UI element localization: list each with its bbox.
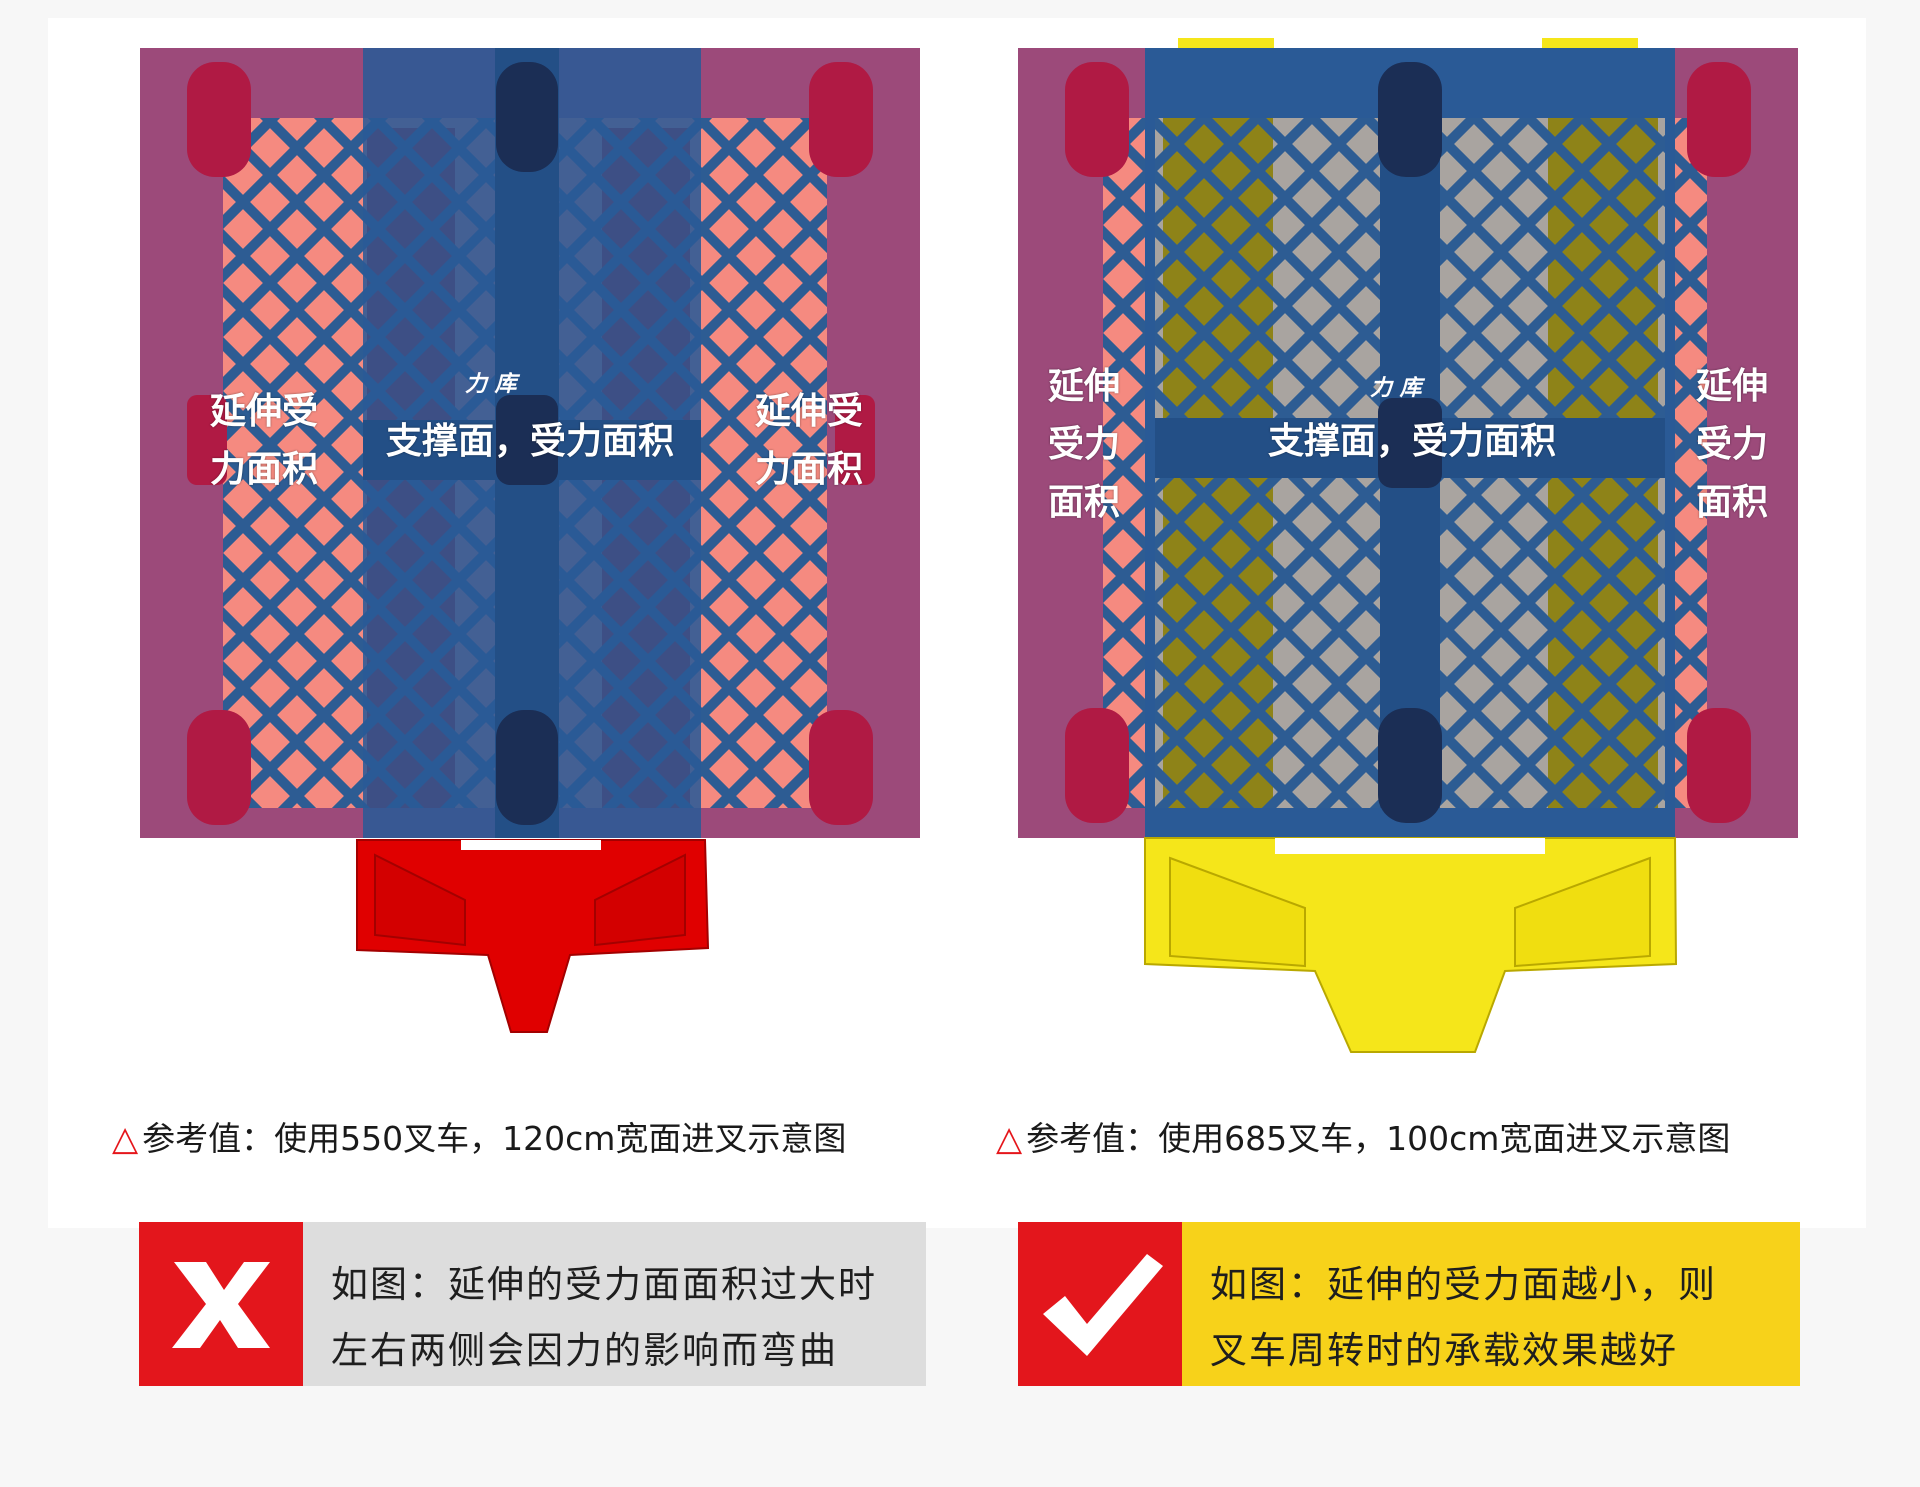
block-mid-center: [496, 395, 558, 485]
fork-gap: [461, 840, 601, 850]
pallet-685-forklift-svg: [1018, 38, 1798, 1053]
forklift-body: [1144, 837, 1678, 1053]
caption-right: △参考值：使用685叉车，100cm宽面进叉示意图: [996, 1119, 1731, 1159]
verdict-text-good: 如图：延伸的受力面越小，则 叉车周转时的承载效果越好: [1182, 1222, 1800, 1386]
block-mid-center: [1378, 398, 1442, 488]
block-bottom-left: [187, 710, 251, 825]
caption-left: △参考值：使用550叉车，120cm宽面进叉示意图: [112, 1119, 847, 1159]
fork-gap: [1275, 838, 1545, 854]
block-top-right: [1687, 62, 1751, 177]
block-top-center: [496, 62, 558, 172]
extended-area-label-left: 延伸受力面积: [1048, 366, 1121, 523]
check-icon: [1018, 1222, 1182, 1386]
block-mid-left: [187, 395, 227, 485]
pallet-550-forklift-svg: [140, 48, 920, 1033]
mini-label: 力 库: [465, 372, 517, 397]
block-top-right: [809, 62, 873, 177]
block-bottom-left: [1065, 708, 1129, 823]
block-bottom-center: [496, 710, 558, 825]
verdict-box-bad: 如图：延伸的受力面面积过大时 左右两侧会因力的影响而弯曲: [139, 1222, 926, 1386]
right-diagram: [1015, 36, 1815, 1076]
extended-area-label-left: 延伸受力面积: [210, 391, 319, 490]
block-top-center: [1378, 62, 1442, 177]
x-icon: [139, 1222, 303, 1386]
block-bottom-center: [1378, 708, 1442, 823]
extended-area-label-right: 延伸受力面积: [755, 391, 864, 490]
block-bottom-right: [1687, 708, 1751, 823]
block-top-left: [187, 62, 251, 177]
mini-label: 力 库: [1370, 376, 1422, 401]
block-bottom-right: [809, 710, 873, 825]
verdict-box-good: 如图：延伸的受力面越小，则 叉车周转时的承载效果越好: [1018, 1222, 1800, 1386]
extended-area-label-right: 延伸受力面积: [1696, 366, 1769, 523]
support-area-label: 支撑面，受力面积: [386, 421, 675, 462]
triangle-icon: △: [112, 1119, 139, 1159]
triangle-icon: △: [996, 1119, 1023, 1159]
block-top-left: [1065, 62, 1129, 177]
verdict-text-bad: 如图：延伸的受力面面积过大时 左右两侧会因力的影响而弯曲: [303, 1222, 926, 1386]
left-diagram: [135, 40, 935, 1040]
block-mid-right: [835, 395, 875, 485]
support-area-label: 支撑面，受力面积: [1268, 421, 1557, 462]
